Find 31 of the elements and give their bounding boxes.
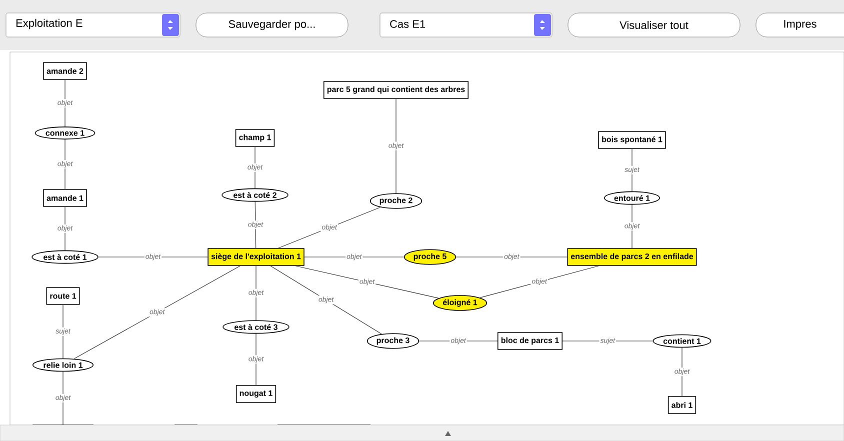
push-button: Impres	[756, 12, 844, 38]
connector-line	[254, 201, 256, 248]
connector-line	[480, 266, 600, 298]
connector-line	[64, 139, 66, 190]
concept-box: amande 2	[43, 62, 87, 80]
concept-box: champ 1	[235, 129, 275, 147]
connector-line	[278, 206, 381, 248]
popup-menu: Cas E1	[380, 12, 552, 38]
concept-box: route 1	[46, 287, 80, 305]
connector-line	[456, 256, 568, 258]
connector-line	[64, 206, 66, 251]
popup-menu: Exploitation E	[6, 12, 180, 38]
connector-line	[64, 80, 66, 127]
connector-line	[254, 146, 256, 189]
concept-box: bois spontané 1	[598, 131, 666, 149]
concept-box: amande 1	[43, 189, 87, 207]
concept-box: ensemble de parcs 2 en enfilade	[567, 248, 697, 266]
concept-box: siège de l'exploitation 1	[208, 248, 304, 266]
concept-box: bloc de parcs 1	[497, 332, 563, 350]
concept-box: nougat 1	[236, 385, 276, 403]
connector-line	[74, 266, 240, 360]
connector-line	[62, 304, 64, 359]
push-button: Visualiser tout	[568, 12, 740, 38]
connector-line	[270, 266, 382, 334]
concept-box: parc 5 grand qui contient des arbres	[323, 81, 469, 99]
connector-line	[304, 256, 404, 258]
connector-line	[295, 266, 439, 298]
connector-line	[98, 256, 208, 258]
concept-box: abri 1	[668, 396, 696, 414]
push-button: Sauvegarder po...	[196, 12, 348, 38]
connector-line	[62, 371, 64, 425]
